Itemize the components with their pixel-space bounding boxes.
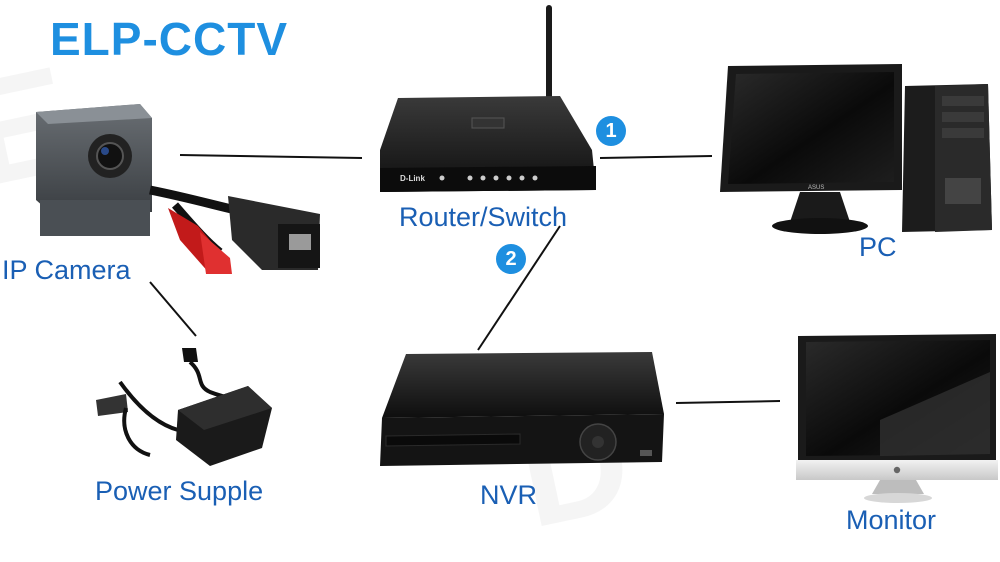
network-diagram: D-Link ASUS xyxy=(36,5,998,503)
router-brand-text: D-Link xyxy=(400,174,425,183)
pc-monitor-brand-text: ASUS xyxy=(808,185,824,191)
label-nvr: NVR xyxy=(480,480,538,510)
router-image xyxy=(380,5,596,192)
step-badge-2: 2 xyxy=(496,244,526,274)
link-router-nvr xyxy=(477,225,561,351)
label-power-supple: Power Supple xyxy=(95,476,264,506)
nvr-image xyxy=(380,352,664,466)
ip-camera-image xyxy=(36,104,320,274)
power-supply-image xyxy=(96,348,272,466)
label-monitor: Monitor xyxy=(846,505,937,535)
link-camera-router xyxy=(179,154,363,159)
label-pc: PC xyxy=(859,232,897,262)
monitor-image xyxy=(796,334,998,503)
label-ip-camera: IP Camera xyxy=(2,255,131,285)
pc-image xyxy=(720,64,992,234)
label-router-switch: Router/Switch xyxy=(399,202,568,232)
brand-logo: ELP-CCTV xyxy=(50,13,288,65)
step-badge-1: 1 xyxy=(596,116,626,146)
link-nvr-monitor xyxy=(675,400,781,404)
link-router-pc xyxy=(599,155,713,159)
link-camera-power xyxy=(149,281,197,337)
